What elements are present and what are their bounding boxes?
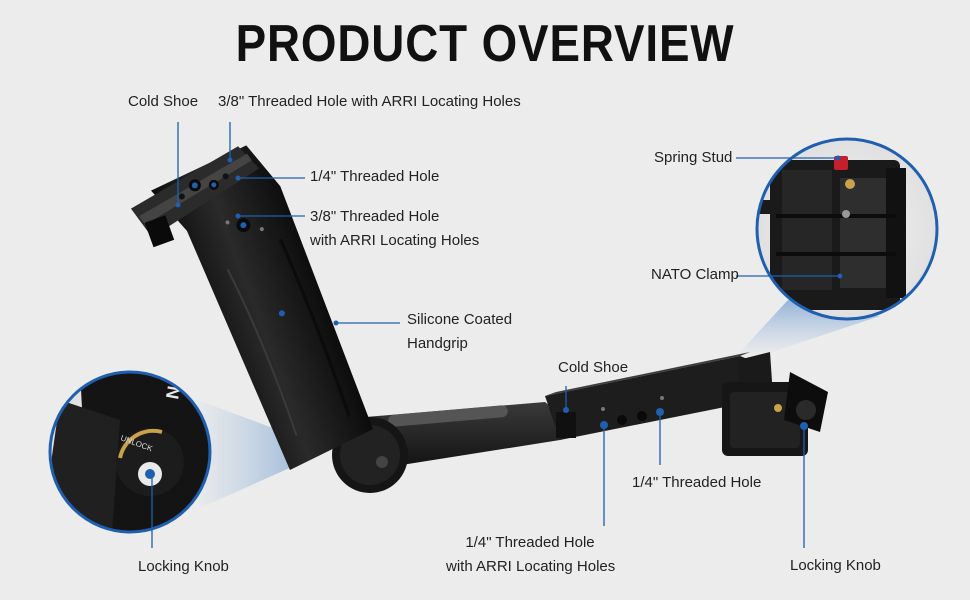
label-14-threaded-hole-top: 1/4" Threaded Hole [310,168,440,185]
label-14-arri-line1: 1/4" Threaded Hole [465,534,595,551]
label-handgrip-line1: Silicone Coated [407,311,513,328]
label-nato-clamp: NATO Clamp [651,266,739,283]
callout-dots [175,155,843,326]
bracket-arm [330,352,828,493]
label-38-threaded-hole-side: 3/8" Threaded Hole with ARRI Locating Ho… [310,205,479,253]
zoom-detail-locking-knob: UNLOCK NC [48,370,212,534]
handgrip [130,145,373,471]
zoom-detail-nato-clamp [755,137,939,321]
label-38-threaded-hole-top: 3/8" Threaded Hole with ARRI Locating Ho… [218,93,521,110]
label-handgrip-line2: Handgrip [407,335,468,352]
callout-lines [151,122,840,548]
label-silicone-handgrip: Silicone Coated Handgrip [407,308,512,356]
label-locking-knob-left: Locking Knob [138,558,229,575]
label-spring-stud: Spring Stud [654,149,733,166]
page-title: PRODUCT OVERVIEW [235,15,735,73]
label-38-side-line1: 3/8" Threaded Hole [310,208,440,225]
label-14-threaded-hole-arm: 1/4" Threaded Hole [632,474,762,491]
label-cold-shoe-arm: Cold Shoe [558,359,629,376]
label-locking-knob-right: Locking Knob [790,557,881,574]
label-14-threaded-hole-arri: 1/4" Threaded Hole with ARRI Locating Ho… [446,531,616,579]
label-14-arri-line2: with ARRI Locating Holes [446,558,616,575]
label-cold-shoe-top: Cold Shoe [128,93,199,110]
zoom-beam-left [192,398,312,508]
label-38-side-line2: with ARRI Locating Holes [310,232,480,249]
